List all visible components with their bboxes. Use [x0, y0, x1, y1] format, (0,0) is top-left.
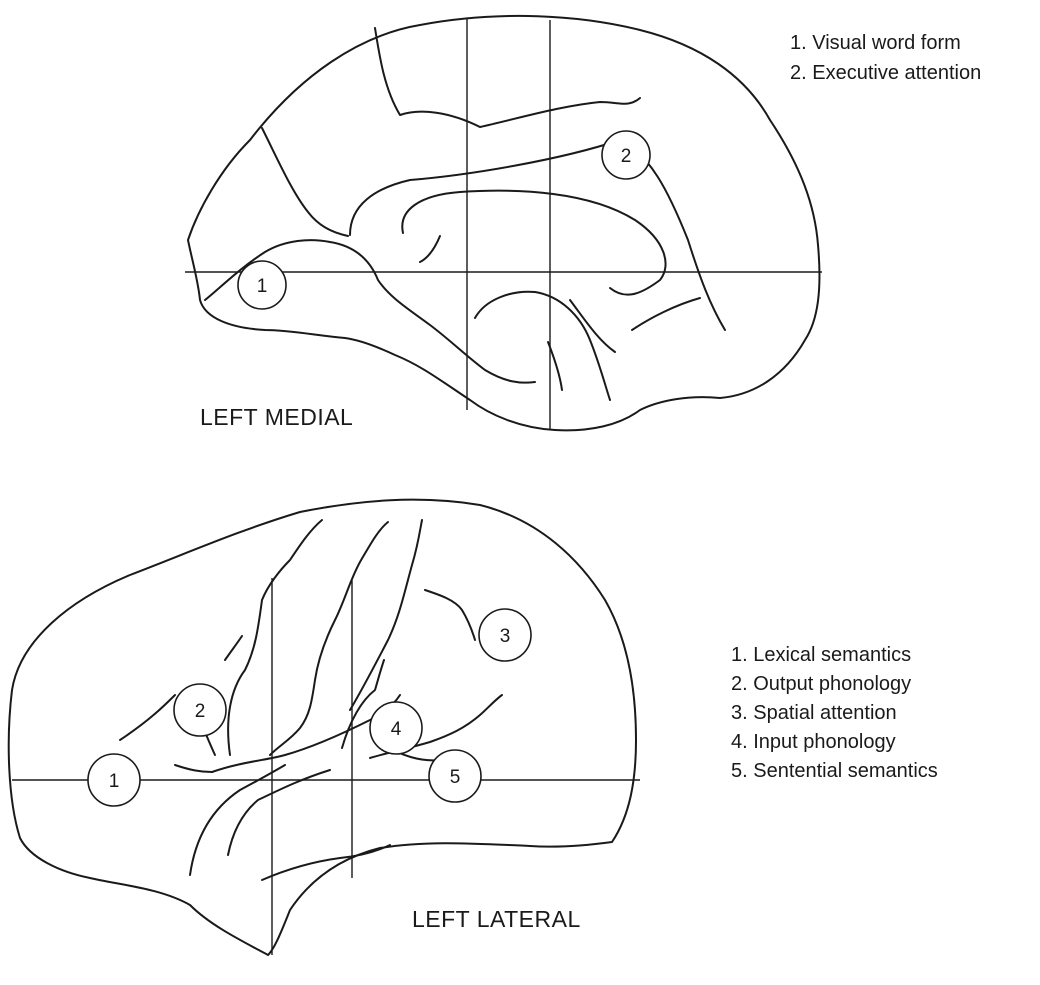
lateral-intraparietal	[350, 520, 422, 710]
lateral-legend-item-2: 2. Output phonology	[731, 670, 938, 699]
lateral-central-sulcus	[228, 520, 322, 755]
left-lateral-brain: 1 2 3 4 5	[9, 500, 640, 955]
medial-marker-2: 2	[602, 131, 650, 179]
lateral-legend-item-1: 1. Lexical semantics	[731, 641, 938, 670]
lateral-marker-2: 2	[174, 684, 226, 736]
lateral-marker-4: 4	[370, 702, 422, 754]
medial-legend-item-1: 1. Visual word form	[790, 28, 981, 58]
lateral-broca-fold	[225, 636, 242, 660]
lateral-legend-item-3: 3. Spatial attention	[731, 699, 938, 728]
left-medial-brain: 1 2	[185, 16, 822, 430]
lateral-marker-1-label: 1	[109, 771, 120, 792]
medial-inner-fold	[420, 236, 440, 262]
lateral-legend-item-4: 4. Input phonology	[731, 728, 938, 757]
lateral-frontal-fold-1	[120, 695, 175, 740]
lateral-frontal-fold-3	[175, 765, 212, 772]
medial-legend-item-2: 2. Executive attention	[790, 58, 981, 88]
lateral-marker-1: 1	[88, 754, 140, 806]
medial-marker-1: 1	[238, 261, 286, 309]
medial-temporal-curve	[475, 292, 610, 400]
lateral-temporal-upper	[190, 765, 285, 875]
medial-marker-2-label: 2	[621, 146, 632, 167]
medial-front-fold	[632, 298, 700, 330]
medial-cingulate-sulcus	[350, 140, 725, 330]
left-lateral-title: LEFT LATERAL	[412, 906, 581, 933]
lateral-marker-5: 5	[429, 750, 481, 802]
medial-outline	[188, 16, 819, 430]
lateral-marker-2-label: 2	[195, 701, 206, 722]
lateral-marker-3: 3	[479, 609, 531, 661]
medial-marker-1-label: 1	[257, 276, 268, 297]
lateral-legend: 1. Lexical semantics 2. Output phonology…	[731, 641, 938, 786]
lateral-angular	[425, 590, 475, 640]
medial-corpus-callosum	[402, 191, 665, 295]
lateral-marker-5-label: 5	[450, 767, 461, 788]
medial-parieto-occipital	[262, 128, 348, 236]
lateral-outline	[9, 500, 636, 955]
lateral-marker-4-label: 4	[391, 719, 402, 740]
lateral-marker-3-label: 3	[500, 626, 511, 647]
medial-sulcus-upper	[375, 28, 640, 127]
lateral-temporal-fold-1	[228, 770, 330, 855]
left-medial-title: LEFT MEDIAL	[200, 404, 353, 431]
lateral-legend-item-5: 5. Sentential semantics	[731, 757, 938, 786]
medial-legend: 1. Visual word form 2. Executive attenti…	[790, 28, 981, 88]
